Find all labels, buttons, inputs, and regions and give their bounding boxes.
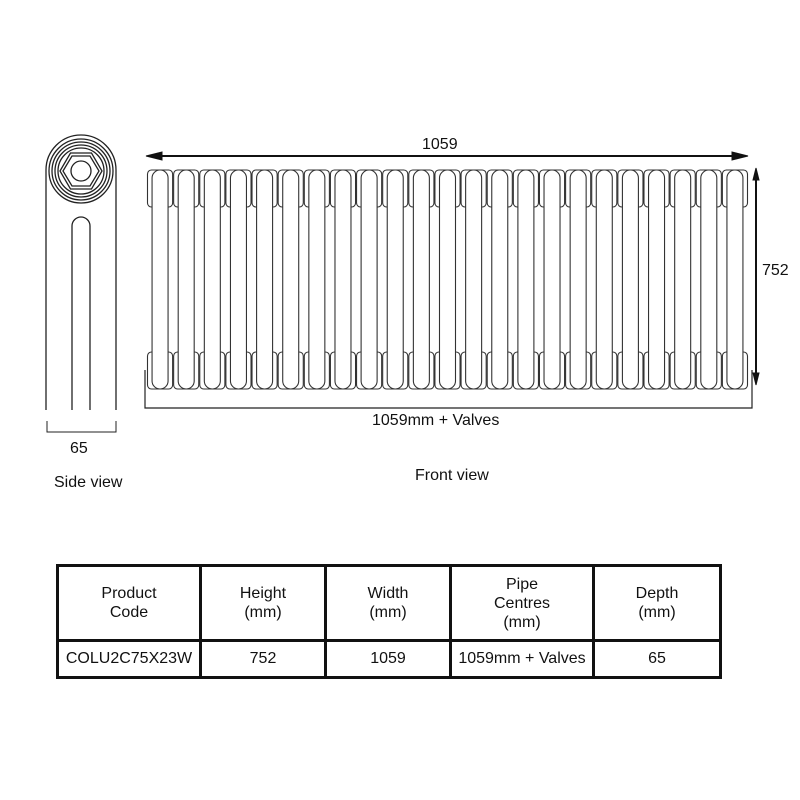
header-depth: Depth (mm) — [592, 564, 722, 642]
side-view-radiator-icon — [45, 134, 117, 433]
front-view-radiator-icon — [144, 151, 760, 409]
header-product-code: Product Code — [56, 564, 202, 642]
depth-dimension-label: 65 — [70, 440, 88, 457]
height-dimension-arrow — [752, 167, 760, 386]
cell-depth: 65 — [592, 639, 722, 679]
cell-product-code: COLU2C75X23W — [56, 639, 202, 679]
table-header-row: Product Code Height (mm) Width (mm) Pipe… — [56, 564, 722, 642]
height-dimension-label: 752 — [762, 262, 789, 279]
width-dimension-label: 1059 — [422, 136, 458, 153]
cell-pipe-centres: 1059mm + Valves — [449, 639, 595, 679]
front-view-drawing: 1059 752 1059mm + Valves Front view — [144, 136, 789, 484]
header-pipe-centres: Pipe Centres (mm) — [449, 564, 595, 642]
header-height: Height (mm) — [199, 564, 327, 642]
specification-table: Product Code Height (mm) Width (mm) Pipe… — [56, 564, 722, 679]
cell-width: 1059 — [324, 639, 452, 679]
width-dimension-arrow — [145, 151, 749, 161]
side-view-drawing: 65 Side view — [0, 0, 140, 500]
header-width: Width (mm) — [324, 564, 452, 642]
cell-height: 752 — [199, 639, 327, 679]
table-row: COLU2C75X23W 752 1059 1059mm + Valves 65 — [56, 639, 722, 679]
side-view-caption: Side view — [54, 474, 123, 491]
pipe-centres-dimension-label: 1059mm + Valves — [372, 412, 500, 429]
front-view-caption: Front view — [415, 467, 489, 484]
